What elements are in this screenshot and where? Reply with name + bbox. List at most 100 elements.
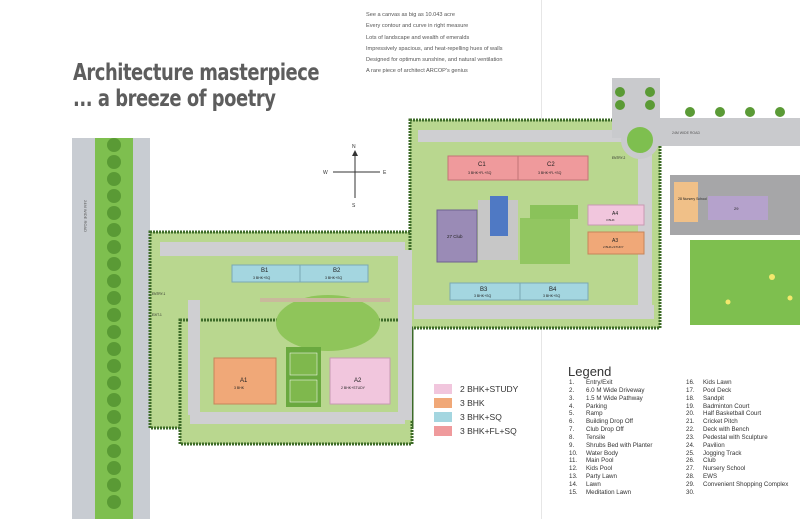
road-trees [107,138,121,509]
driveway [418,130,650,142]
legend-item-text: Pavilion [703,441,725,449]
legend-item-number: 27. [686,465,695,473]
legend-item: 28. EWS [686,473,788,481]
headline: Architecture masterpiece ... a breeze of… [73,60,320,112]
legend-item-text: Building Drop Off [586,418,634,426]
unit-legend-row: 2 BHK+STUDY [434,382,518,396]
tower-a2 [329,357,391,405]
legend-item-text: Water Body [586,449,619,457]
tower-c2 [517,155,589,181]
legend-item-number: 29. [686,480,695,488]
legend-item-text: 6.0 M Wide Driveway [586,386,645,394]
top-road-label: 24M WIDE ROAD [672,131,700,135]
legend-item: 17.Pool Deck [686,387,788,395]
intro-line: Designed for optimum sunshine, and natur… [366,57,503,64]
legend-item-text: Cricket Pitch [703,418,738,426]
legend-item-number: 20. [686,410,695,418]
legend-item-text: EWS [703,473,718,481]
legend-item-text: Meditation Lawn [586,488,632,496]
legend-item: 18.Sandpit [686,395,788,403]
legend-item: 7.Club Drop Off [569,426,652,434]
nursery-school [674,182,698,222]
legend-item-text: Jogging Track [703,449,742,457]
flower-stars [725,274,793,305]
legend-title: Legend [568,364,612,379]
tower-c1 [447,155,519,181]
tower-c1-type: 3 BHK+FL+SQ [468,171,492,175]
legend-item: 26.Club [686,457,788,465]
tower-a4 [587,204,645,226]
tower-a3-type: 2 BHK+STUDY [603,245,624,249]
tower-b4-name: B4 [549,287,557,293]
legend-item-number: 16. [686,379,695,386]
tower-a1-name: A1 [240,378,248,384]
intro-line: See a canvas as big as 10.043 acre [366,12,455,18]
entry-1-label: ENTRY-1 [152,292,166,296]
unit-legend-row: 3 BHK [434,396,518,410]
legend-item: 10.Water Body [569,450,652,458]
legend-item: 15.Meditation Lawn [569,489,652,497]
exit-1-label: EXIT-1 [152,313,162,317]
driveway [398,250,412,420]
legend-item-text: Parking [586,402,607,410]
driveway [160,242,405,256]
tower-a4-name: A4 [612,211,618,217]
compass-n: N [352,144,356,150]
compass-e: E [383,170,387,176]
tower-b1-type: 3 BHK+SQ [253,276,270,280]
tower-b2 [299,264,369,283]
north-road-trees [615,87,785,117]
legend-item-number: 1. [569,379,575,386]
tower-a4-type: 3 BHK [606,218,615,222]
tower-b3-type: 3 BHK+SQ [474,294,491,298]
tower-a3-name: A3 [612,238,618,244]
jogging-track [260,298,390,302]
legend-item-number: 28. [686,473,695,481]
tower-a3 [587,231,645,255]
driveway [188,300,200,415]
legend-item-number: 24. [686,441,695,449]
club-label: 27 Club [447,234,463,239]
left-road-label: 24M WIDE ROAD [83,200,88,232]
intro-line: Impressively spacious, and heat-repellin… [366,45,503,52]
main-pool [490,196,508,236]
basketball-court [289,379,318,403]
legend-item-number: 23. [686,433,695,441]
unit-legend-label: 3 BHK+FL+SQ [460,426,517,436]
legend-item: 30. [686,489,788,497]
headline-line-1: Architecture masterpiece [73,60,320,86]
intro-text: See a canvas as big as 10.043 acre Every… [366,10,536,78]
legend-item: 27. Nursery School [686,465,788,473]
legend-item-number: 25. [686,449,695,457]
intro-line: A rare piece of architect ARCOP's genius [366,68,468,75]
tower-b3-name: B3 [480,287,488,293]
legend-item-number: 4. [569,402,575,410]
legend-item: 20.Half Basketball Court [686,410,788,418]
legend-item: 11.Main Pool [569,457,652,465]
legend-item: 13.Party Lawn [569,473,652,481]
legend-item-text: Lawn [586,480,601,488]
legend-item: 3.1.5 M Wide Pathway [569,395,652,403]
legend-item-number: 9. [569,441,575,449]
legend-item: 2.6.0 M Wide Driveway [569,387,652,395]
legend-item-number: 17. [686,386,695,394]
roundabout [621,121,659,159]
legend-item: 4. Parking [569,403,652,411]
legend-item: 5.Ramp [569,410,652,418]
tower-a2-name: A2 [354,378,362,384]
unit-legend-row: 3 BHK+SQ [434,410,518,424]
legend-item-text: Club [703,457,716,465]
tower-b1-name: B1 [261,268,269,274]
intro-line: Lots of landscape and wealth of emeralds [366,34,470,41]
ews-building [708,196,768,220]
unit-type-legend: 2 BHK+STUDY 3 BHK 3 BHK+SQ 3 BHK+FL+SQ [434,382,518,438]
unit-legend-label: 2 BHK+STUDY [460,384,519,394]
legend-item-number: 22. [686,426,695,434]
legend-item: 8.Tensile [569,434,652,442]
legend-item-number: 14. [569,480,578,488]
legend-item-text: Kids Lawn [703,379,732,386]
legend-item-text: Nursery School [703,465,746,473]
legend-item-text: Party Lawn [586,473,617,481]
